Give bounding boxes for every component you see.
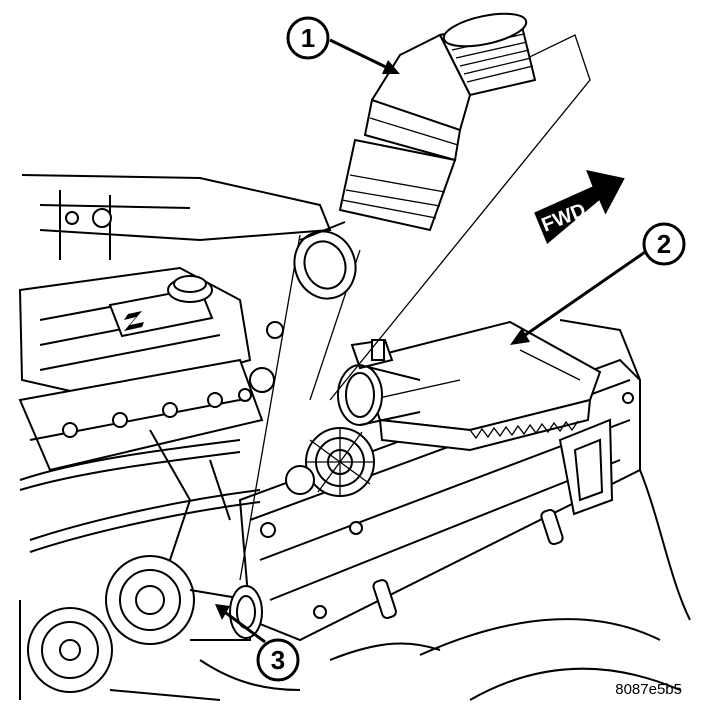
figure-reference-code: 8087e5b5 [615,681,682,698]
callout-2: 2 [642,222,686,266]
callout-leaders [215,38,649,644]
callout-3-label: 3 [271,645,285,675]
engine-assembly [18,174,375,701]
callout-1-label: 1 [301,23,315,53]
callout-3: 3 [256,638,300,682]
callout-1: 1 [286,16,330,60]
fwd-direction-arrow: FWD [534,170,625,245]
callout-2-label: 2 [657,229,671,259]
air-inlet-hose [239,12,591,581]
air-cleaner-housing [337,320,602,452]
